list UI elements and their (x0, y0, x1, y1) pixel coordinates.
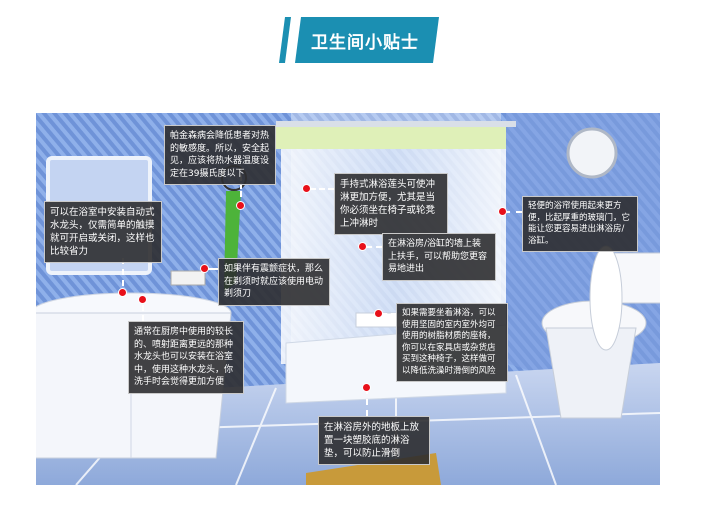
marker-dot (374, 309, 383, 318)
marker-dot (358, 242, 367, 251)
leader-line (208, 268, 218, 270)
leader-line (504, 211, 522, 213)
leader-line (142, 295, 144, 321)
tip-sliding-door: 轻便的浴帘使用起来更方便，比起厚重的玻璃门，它能让您更容易进出淋浴房/浴缸。 (522, 196, 638, 252)
leader-line (310, 188, 334, 190)
page-title: 卫生间小贴士 (311, 33, 419, 53)
marker-dot (138, 295, 147, 304)
tip-bath-mat: 在淋浴房外的地板上放置一块塑胶底的淋浴垫，可以防止滑倒 (318, 416, 430, 465)
leader-line (382, 313, 396, 315)
marker-dot (362, 383, 371, 392)
leader-line (122, 258, 124, 286)
bathroom-illustration: 帕金森病会降低患者对热的敏感度。所以，安全起见，应该将热水器温度设定在39摄氏度… (36, 113, 660, 485)
marker-dot (200, 264, 209, 273)
tip-thermostat: 帕金森病会降低患者对热的敏感度。所以，安全起见，应该将热水器温度设定在39摄氏度… (164, 125, 276, 185)
tip-handheld-shower: 手持式淋浴莲头可使冲淋更加方便，尤其是当你必须坐在椅子或轮凳上冲淋时 (334, 173, 448, 235)
tip-shower-chair: 如果需要坐着淋浴，可以使用坚固的室内室外均可使用的树脂材质的座椅，你可以在家具店… (396, 303, 508, 382)
marker-dot (498, 207, 507, 216)
leader-line (366, 388, 368, 416)
tip-long-faucet: 通常在厨房中使用的较长的、喷射距离更远的那种水龙头也可以安装在浴室中，使用这种水… (128, 321, 244, 394)
tip-grab-bar: 在淋浴房/浴缸的墙上装上扶手，可以帮助您更容易地进出 (382, 233, 496, 281)
marker-dot (236, 201, 245, 210)
leader-line (366, 246, 382, 248)
title-banner (279, 17, 439, 63)
leader-line (240, 175, 242, 197)
marker-dot (302, 184, 311, 193)
marker-dot (118, 288, 127, 297)
tip-electric-razor: 如果伴有震颤症状，那么在剃须时就应该使用电动剃须刀 (218, 258, 330, 306)
tip-auto-faucet: 可以在浴室中安装自动式水龙头，仅需简单的触摸就可开启或关闭，这样也比较省力 (44, 201, 162, 263)
